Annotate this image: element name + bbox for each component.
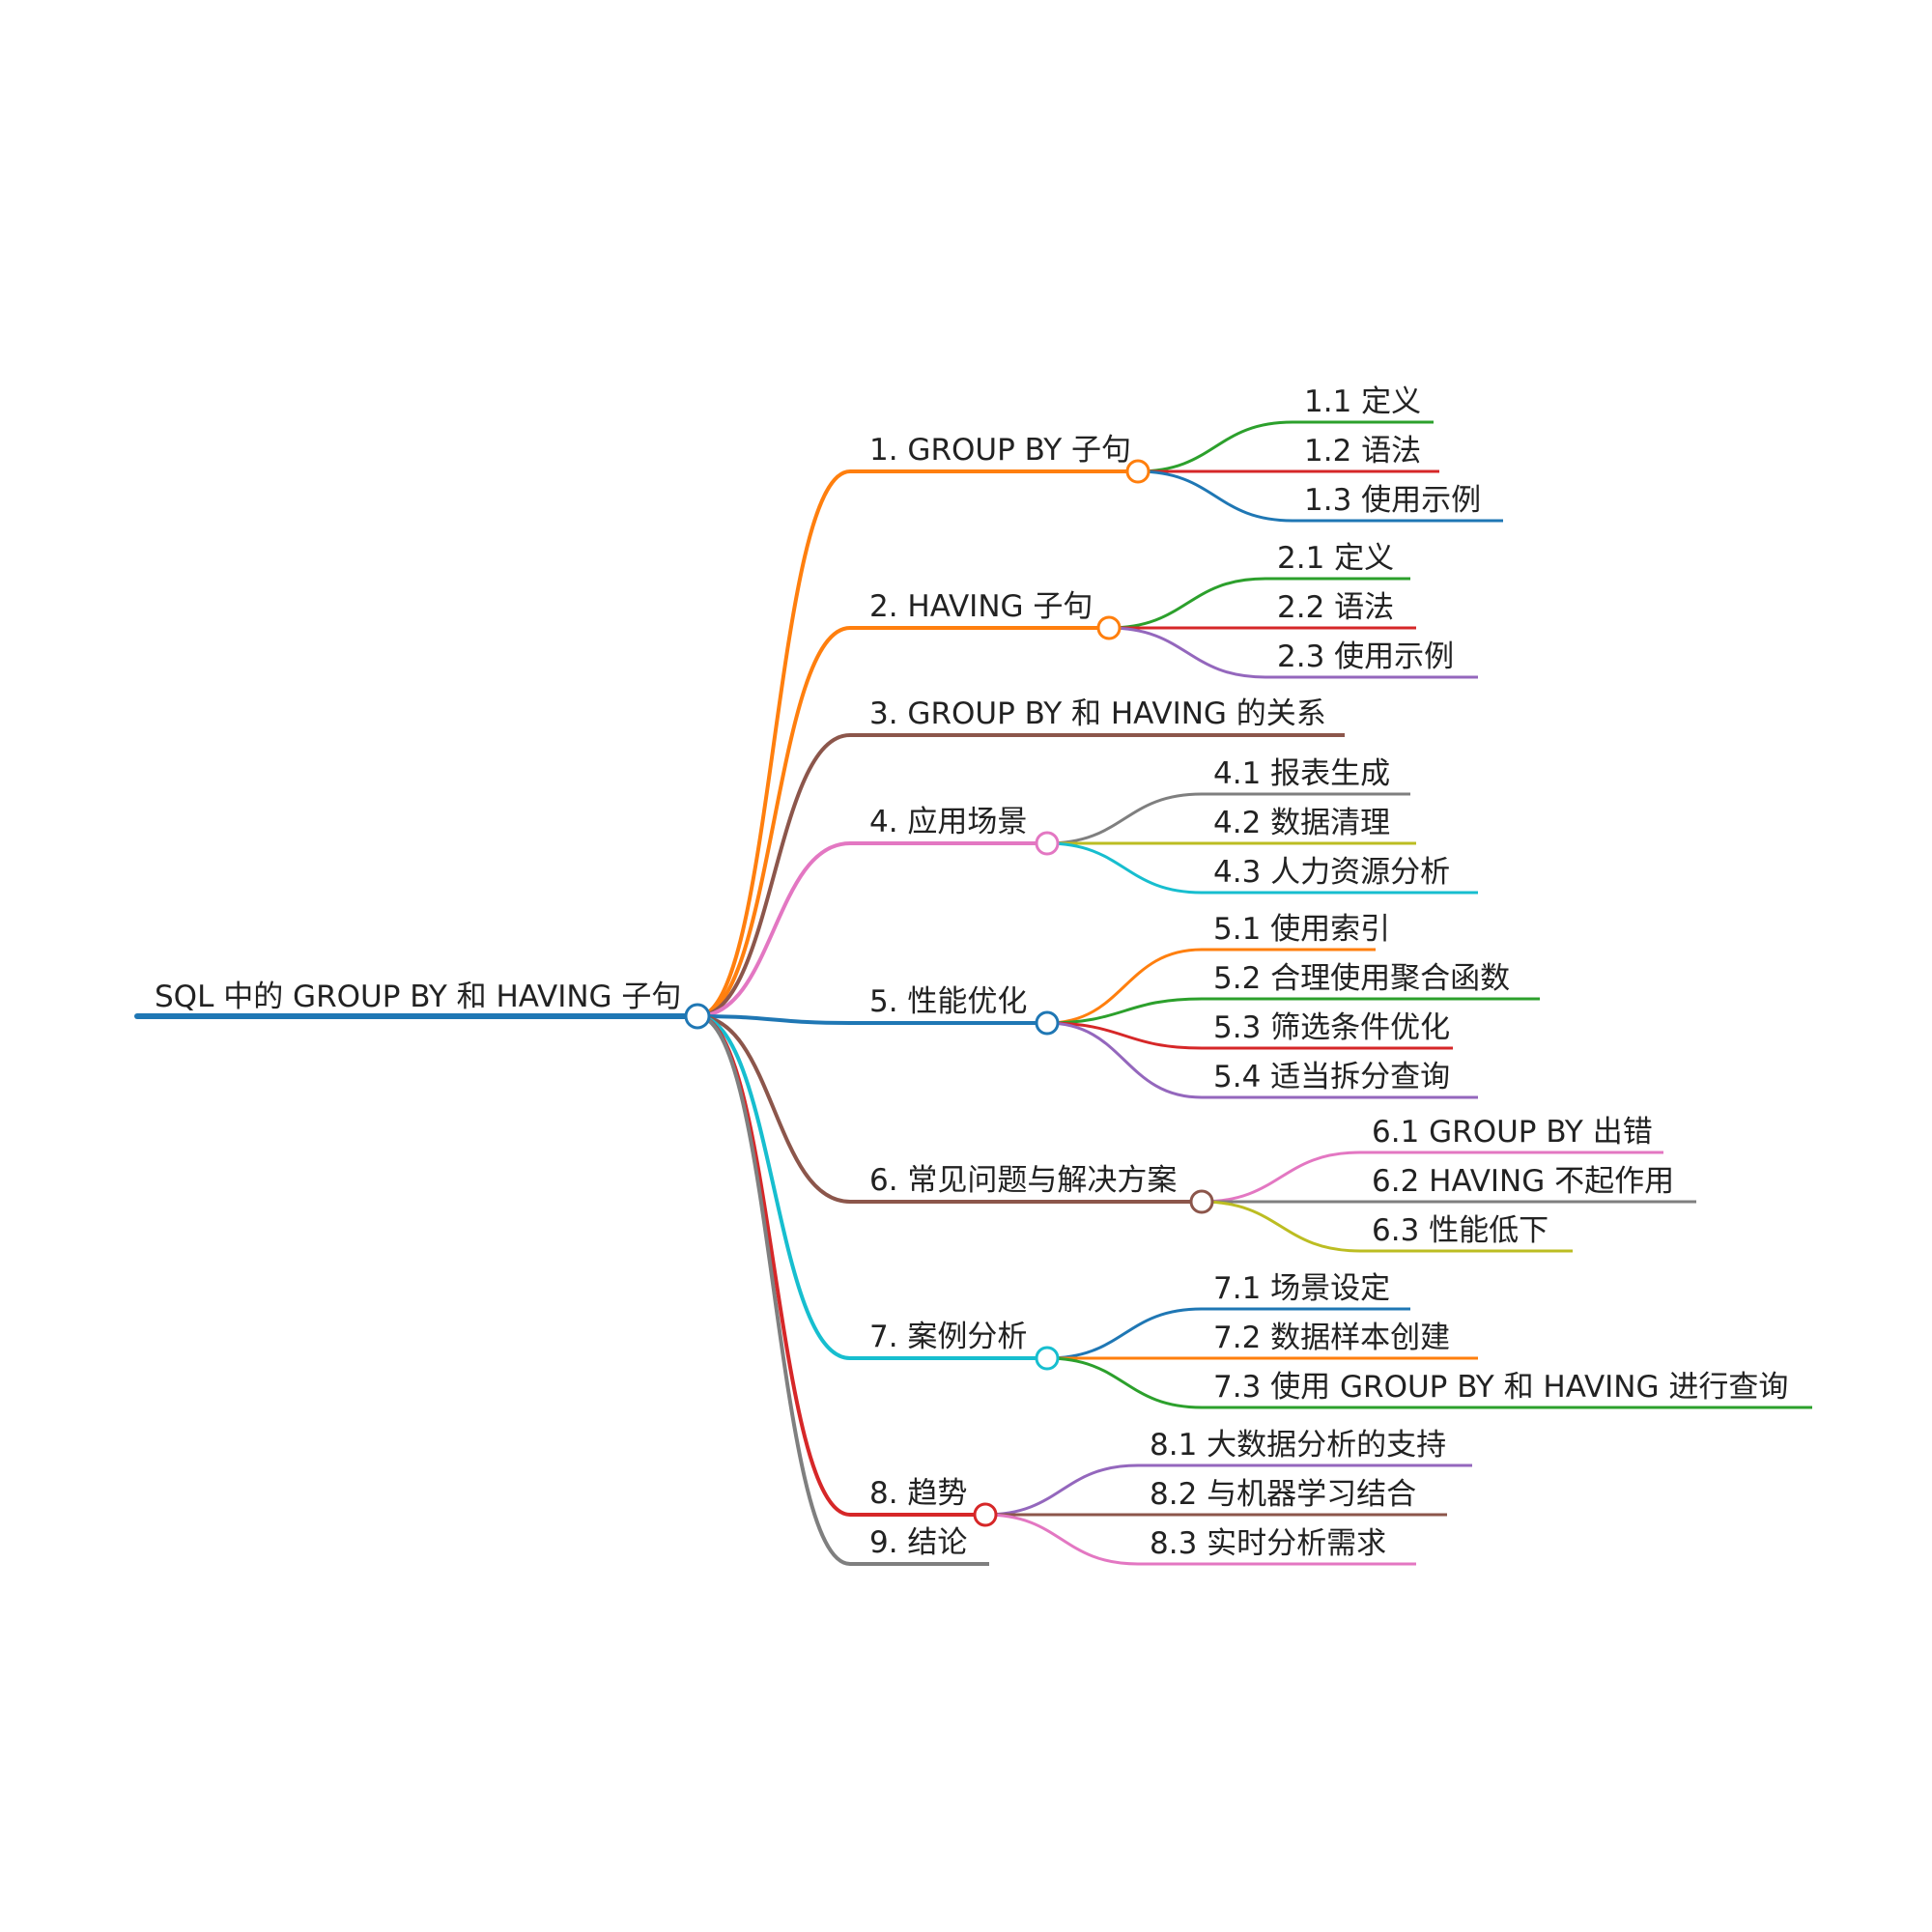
- leaf-label: 6.1 GROUP BY 出错: [1372, 1115, 1653, 1150]
- leaf-label: 5.4 适当拆分查询: [1213, 1060, 1450, 1094]
- branch-label: 1. GROUP BY 子句: [869, 433, 1131, 468]
- leaf-connector: [1046, 1356, 1203, 1409]
- branch-toggle-circle[interactable]: [1035, 1010, 1060, 1036]
- leaf-label: 2.3 使用示例: [1277, 639, 1454, 674]
- branch-label: 2. HAVING 子句: [869, 589, 1093, 624]
- leaf-label: 8.1 大数据分析的支持: [1150, 1428, 1446, 1463]
- leaf-label: 8.2 与机器学习结合: [1150, 1477, 1416, 1512]
- leaf-connector: [984, 1463, 1139, 1517]
- branch-label: 9. 结论: [869, 1525, 967, 1560]
- branch-label: 4. 应用场景: [869, 805, 1027, 839]
- leaf-connector: [984, 1513, 1139, 1566]
- branch-toggle-circle[interactable]: [973, 1502, 998, 1527]
- branch-label: 8. 趋势: [869, 1476, 967, 1511]
- leaf-label: 4.1 报表生成: [1213, 756, 1390, 791]
- leaf-label: 6.2 HAVING 不起作用: [1372, 1164, 1674, 1199]
- leaf-label: 1.1 定义: [1304, 384, 1421, 419]
- leaf-label: 4.3 人力资源分析: [1213, 855, 1450, 890]
- leaf-connector: [1046, 1021, 1203, 1050]
- leaf-connector: [1046, 1021, 1203, 1099]
- leaf-connector: [1046, 997, 1203, 1025]
- node-layer: SQL 中的 GROUP BY 和 HAVING 子句 1. GROUP BY 子…: [155, 384, 1788, 1561]
- leaf-label: 4.2 数据清理: [1213, 806, 1390, 840]
- branch-label: 3. GROUP BY 和 HAVING 的关系: [869, 696, 1326, 731]
- branch-toggle-circle[interactable]: [1125, 459, 1151, 484]
- leaf-connector: [1108, 577, 1266, 630]
- root-toggle-circle[interactable]: [684, 1003, 711, 1030]
- leaf-connector: [1046, 841, 1203, 895]
- branch-toggle-circle[interactable]: [1096, 615, 1122, 640]
- branch-label: 6. 常见问题与解决方案: [869, 1163, 1177, 1198]
- branch-connector: [696, 733, 851, 1018]
- leaf-label: 5.2 合理使用聚合函数: [1213, 961, 1510, 996]
- leaf-connector: [1046, 1307, 1203, 1360]
- leaf-label: 1.3 使用示例: [1304, 483, 1481, 518]
- branch-connector: [696, 1014, 851, 1204]
- branch-connector: [696, 626, 851, 1018]
- leaf-label: 7.1 场景设定: [1213, 1271, 1390, 1306]
- branch-toggle-circle[interactable]: [1189, 1189, 1214, 1214]
- branch-connector: [696, 841, 851, 1018]
- leaf-label: 1.2 语法: [1304, 434, 1421, 469]
- leaf-label: 2.1 定义: [1277, 541, 1394, 576]
- leaf-label: 8.3 实时分析需求: [1150, 1526, 1386, 1561]
- leaf-connector: [1201, 1200, 1361, 1253]
- leaf-label: 7.2 数据样本创建: [1213, 1321, 1450, 1355]
- leaf-label: 5.1 使用索引: [1213, 912, 1390, 947]
- leaf-label: 2.2 语法: [1277, 590, 1394, 625]
- branch-label: 7. 案例分析: [869, 1320, 1027, 1354]
- leaf-connector: [1137, 469, 1293, 523]
- leaf-label: 6.3 性能低下: [1372, 1213, 1548, 1248]
- root-label: SQL 中的 GROUP BY 和 HAVING 子句: [155, 980, 681, 1014]
- branch-label: 5. 性能优化: [869, 984, 1027, 1019]
- branch-connector: [696, 1014, 851, 1517]
- leaf-connector: [1201, 1151, 1361, 1204]
- leaf-connector: [1046, 948, 1203, 1025]
- link-layer: [134, 420, 1812, 1566]
- branch-toggle-circle[interactable]: [1035, 831, 1060, 856]
- branch-connector: [696, 1014, 851, 1360]
- leaf-connector: [1046, 792, 1203, 845]
- leaf-label: 5.3 筛选条件优化: [1213, 1010, 1450, 1045]
- leaf-connector: [1137, 420, 1293, 473]
- leaf-label: 7.3 使用 GROUP BY 和 HAVING 进行查询: [1213, 1370, 1788, 1405]
- branch-toggle-circle[interactable]: [1035, 1346, 1060, 1371]
- leaf-connector: [1108, 626, 1266, 679]
- branch-connector: [696, 469, 851, 1018]
- branch-connector: [696, 1014, 851, 1025]
- branch-connector: [696, 1014, 851, 1566]
